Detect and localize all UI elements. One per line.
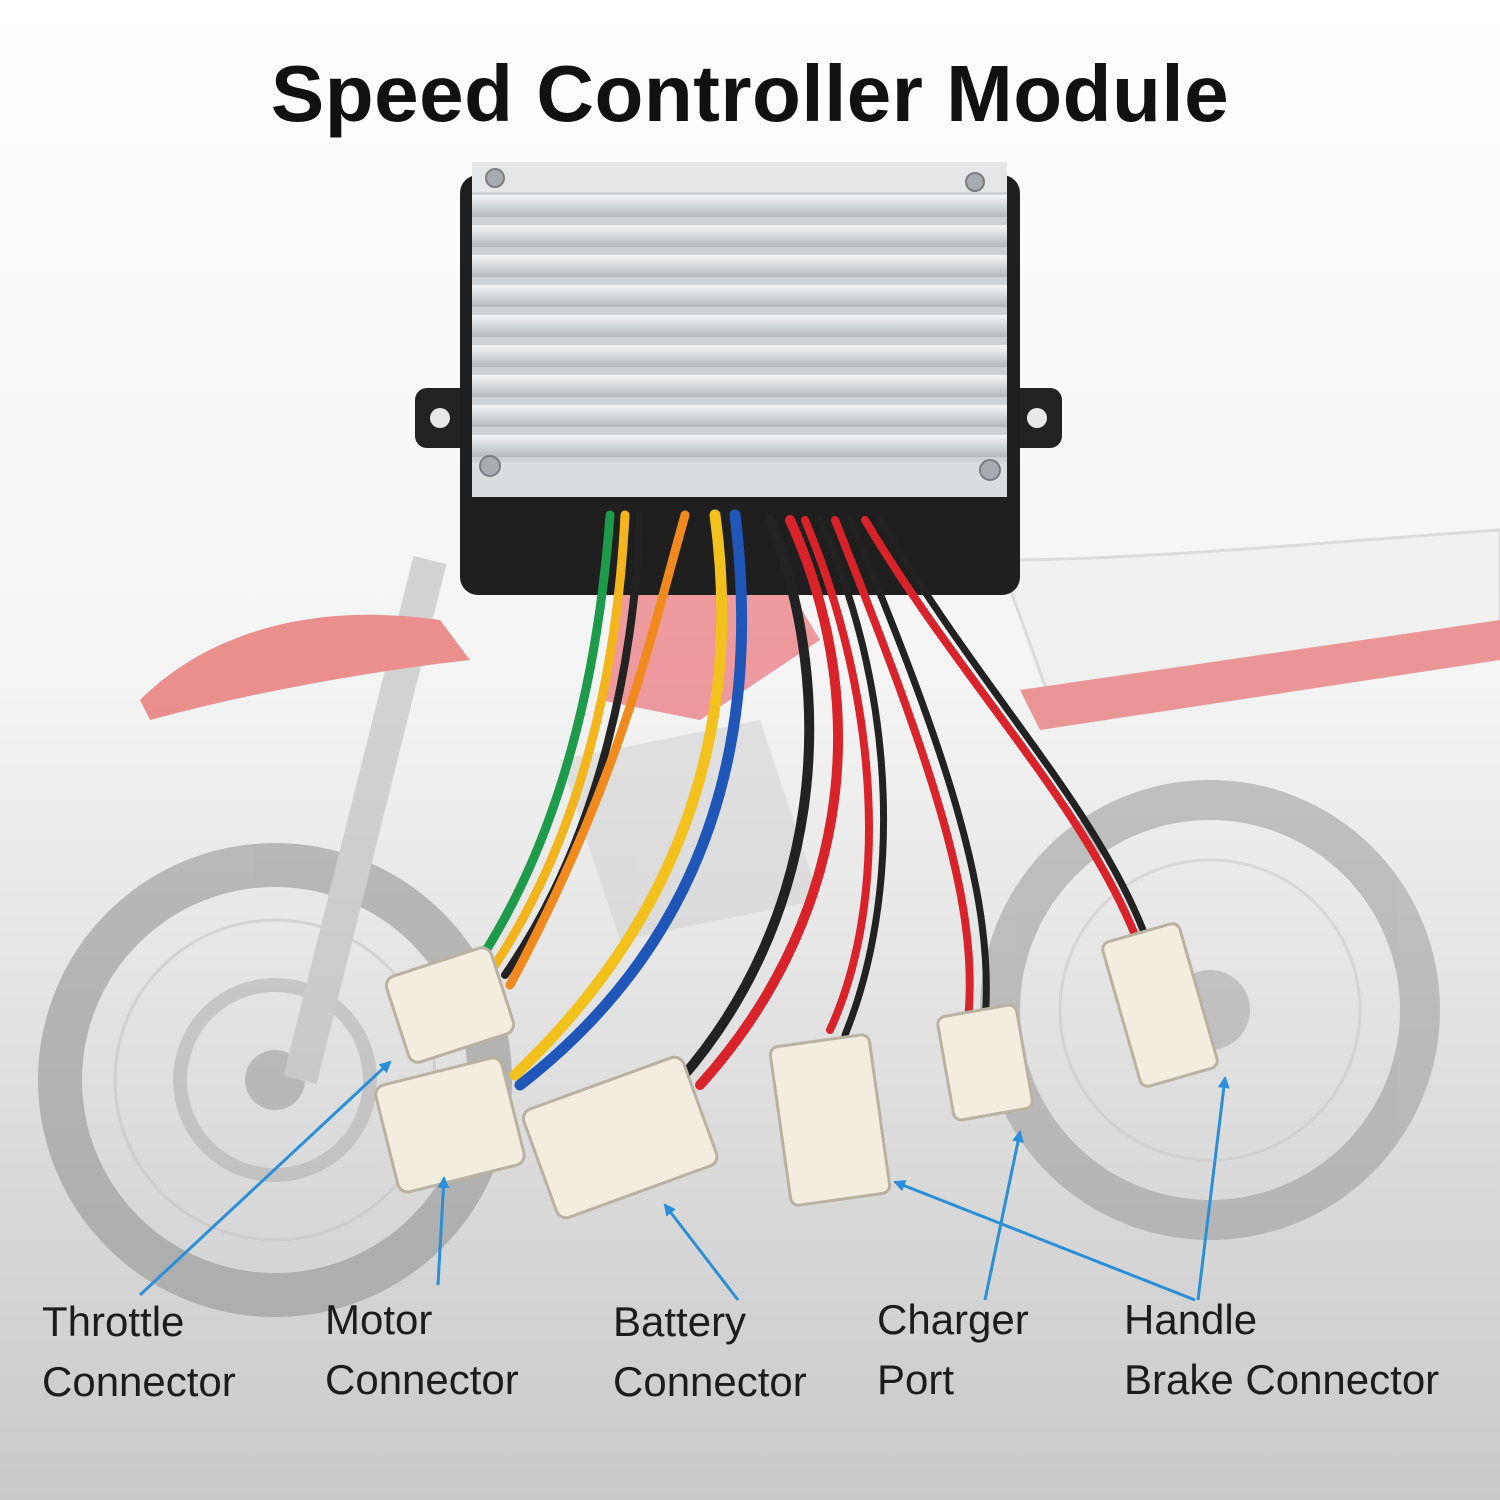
wire-black <box>846 516 990 1026</box>
label-battery-connector: Battery Connector <box>613 1292 807 1412</box>
wire-yellow <box>509 509 728 1081</box>
heatsink-fin <box>472 195 1007 217</box>
wire-harness <box>475 509 1149 1091</box>
arrow-handle-brake-to-charger <box>893 1180 1196 1302</box>
heatsink-fin <box>472 315 1007 337</box>
arrow-charger <box>983 1130 1024 1301</box>
heatsink-fin <box>472 255 1007 277</box>
heatsink-fin <box>472 285 1007 307</box>
charger-connector <box>768 1033 892 1207</box>
heatsink-fin <box>472 225 1007 247</box>
handle-brake-connector <box>1101 922 1219 1088</box>
heatsink-fin <box>472 435 1007 457</box>
wire-orange <box>505 510 690 990</box>
engine-block <box>560 720 820 940</box>
label-line: Port <box>877 1356 955 1403</box>
front-fender <box>140 614 470 720</box>
heatsink-fins <box>472 195 1007 457</box>
arrow-battery <box>663 1203 740 1301</box>
label-handle-brake-connector: Handle Brake Connector <box>1124 1290 1439 1410</box>
label-line: Charger <box>877 1296 1029 1343</box>
heatsink-fin <box>472 345 1007 367</box>
arrow-handle-brake <box>1196 1076 1230 1301</box>
wire-black <box>816 516 888 1039</box>
wire-green <box>475 510 615 965</box>
label-line: Handle <box>1124 1296 1258 1343</box>
label-motor-connector: Motor Connector <box>325 1290 519 1410</box>
label-throttle-connector: Throttle Connector <box>42 1292 236 1412</box>
battery-connector <box>521 1055 719 1220</box>
label-line: Battery <box>613 1298 747 1345</box>
arrow-motor <box>436 1176 450 1286</box>
connectors <box>374 922 1219 1220</box>
heatsink-fin <box>472 375 1007 397</box>
throttle-connector <box>384 946 516 1064</box>
motor-connector <box>374 1056 526 1194</box>
wire-blue <box>514 509 748 1091</box>
screw-icon <box>479 168 1001 481</box>
wire-red <box>801 516 873 1034</box>
side-panel <box>1020 620 1500 730</box>
wire-black <box>675 515 815 1085</box>
label-line: Motor <box>325 1296 433 1343</box>
label-line: Brake Connector <box>1124 1356 1440 1403</box>
label-charger-port: Charger Port <box>877 1290 1029 1410</box>
wire-yellow <box>490 510 630 970</box>
label-line: Connector <box>613 1358 807 1405</box>
wire-black <box>876 516 1149 939</box>
callout-arrows <box>138 1060 1230 1302</box>
wire-red <box>831 516 974 1024</box>
label-line: Connector <box>42 1358 236 1405</box>
label-line: Connector <box>325 1356 519 1403</box>
charger-port-connector <box>936 1003 1034 1122</box>
page-title: Speed Controller Module <box>270 49 1230 138</box>
label-line: Throttle <box>42 1298 185 1345</box>
wire-red <box>861 516 1139 939</box>
heatsink-fin <box>472 405 1007 427</box>
arrow-throttle <box>138 1060 392 1297</box>
wire-red <box>695 515 843 1090</box>
controller-module <box>415 162 1062 595</box>
